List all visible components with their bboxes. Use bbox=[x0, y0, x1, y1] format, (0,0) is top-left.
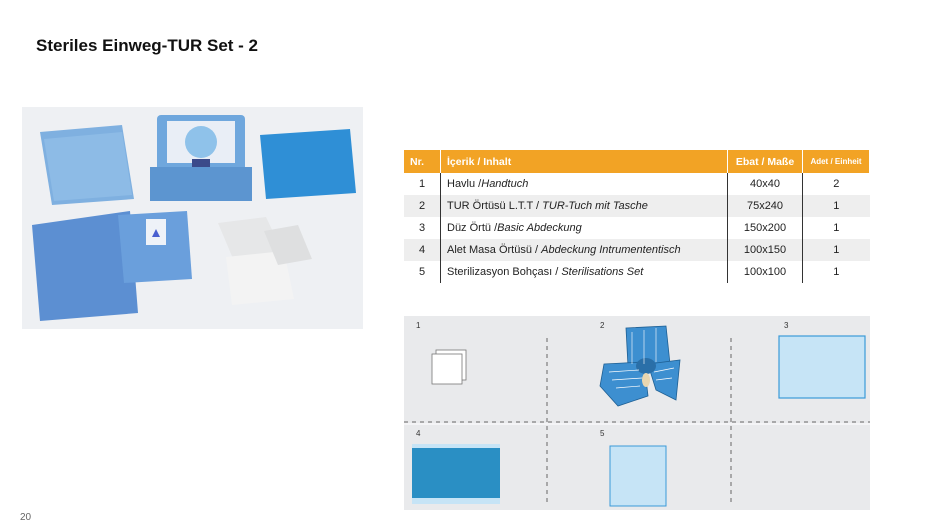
row-size: 100x100 bbox=[727, 261, 803, 283]
page-title: Steriles Einweg-TUR Set - 2 bbox=[36, 36, 258, 55]
set-package bbox=[150, 115, 252, 201]
page-number: 20 bbox=[20, 512, 32, 523]
product-photo bbox=[22, 107, 363, 329]
row-nr: 4 bbox=[404, 239, 441, 261]
header-nr: Nr. bbox=[404, 150, 441, 173]
row-nr: 2 bbox=[404, 195, 441, 217]
instrument-table-cover-icon bbox=[412, 444, 500, 504]
diagram-label: 1 bbox=[416, 321, 421, 330]
towel-icon bbox=[431, 349, 467, 385]
diagram-label: 2 bbox=[600, 321, 605, 330]
header-unit: Adet / Einheit bbox=[802, 150, 870, 173]
row-size: 40x40 bbox=[727, 173, 803, 195]
items-diagram: 1 2 3 4 5 bbox=[404, 316, 870, 510]
row-content: TUR Örtüsü L.T.T / TUR-Tuch mit Tasche bbox=[440, 195, 728, 217]
table-row: 4 Alet Masa Örtüsü / Abdeckung Intrument… bbox=[404, 239, 870, 261]
row-content: Sterilizasyon Bohçası / Sterilisations S… bbox=[440, 261, 728, 283]
table-row: 2 TUR Örtüsü L.T.T / TUR-Tuch mit Tasche… bbox=[404, 195, 870, 217]
row-qty: 2 bbox=[833, 178, 840, 190]
row-size: 100x150 bbox=[727, 239, 803, 261]
row-content: Havlu /Handtuch bbox=[440, 173, 728, 195]
tur-drape bbox=[32, 211, 192, 321]
row-nr: 3 bbox=[404, 217, 441, 239]
row-size: 75x240 bbox=[727, 195, 803, 217]
tur-drape-icon bbox=[599, 325, 681, 407]
row-qty: 1 bbox=[802, 239, 870, 261]
diagram-label: 5 bbox=[600, 429, 605, 438]
row-size: 150x200 bbox=[727, 217, 803, 239]
table-row: 5 Sterilizasyon Bohçası / Sterilisations… bbox=[404, 261, 870, 283]
row-qty: 1 bbox=[833, 266, 840, 278]
folded-drape-2 bbox=[260, 129, 356, 199]
row-content: Alet Masa Örtüsü / Abdeckung Intrumenten… bbox=[440, 239, 728, 261]
row-nr: 5 bbox=[404, 261, 441, 283]
contents-table: Nr. İçerik / Inhalt Ebat / Maße Adet / E… bbox=[404, 150, 870, 283]
diagram-label: 4 bbox=[416, 429, 421, 438]
basic-drape-icon bbox=[778, 335, 866, 399]
table-header-row: Nr. İçerik / Inhalt Ebat / Maße Adet / E… bbox=[404, 150, 870, 173]
header-size: Ebat / Maße bbox=[727, 150, 803, 173]
table-row: 3 Düz Örtü /Basic Abdeckung 150x200 1 bbox=[404, 217, 870, 239]
row-nr: 1 bbox=[404, 173, 441, 195]
header-content: İçerik / Inhalt bbox=[440, 150, 728, 173]
sterilisation-wrap-icon bbox=[609, 445, 667, 507]
diagram-label: 3 bbox=[784, 321, 789, 330]
row-content: Düz Örtü /Basic Abdeckung bbox=[440, 217, 728, 239]
row-qty: 1 bbox=[802, 195, 870, 217]
folded-drape-1 bbox=[40, 125, 134, 205]
table-row: 1 Havlu /Handtuch 40x40 2 bbox=[404, 173, 870, 195]
towels bbox=[218, 217, 312, 305]
row-qty: 1 bbox=[833, 222, 840, 234]
